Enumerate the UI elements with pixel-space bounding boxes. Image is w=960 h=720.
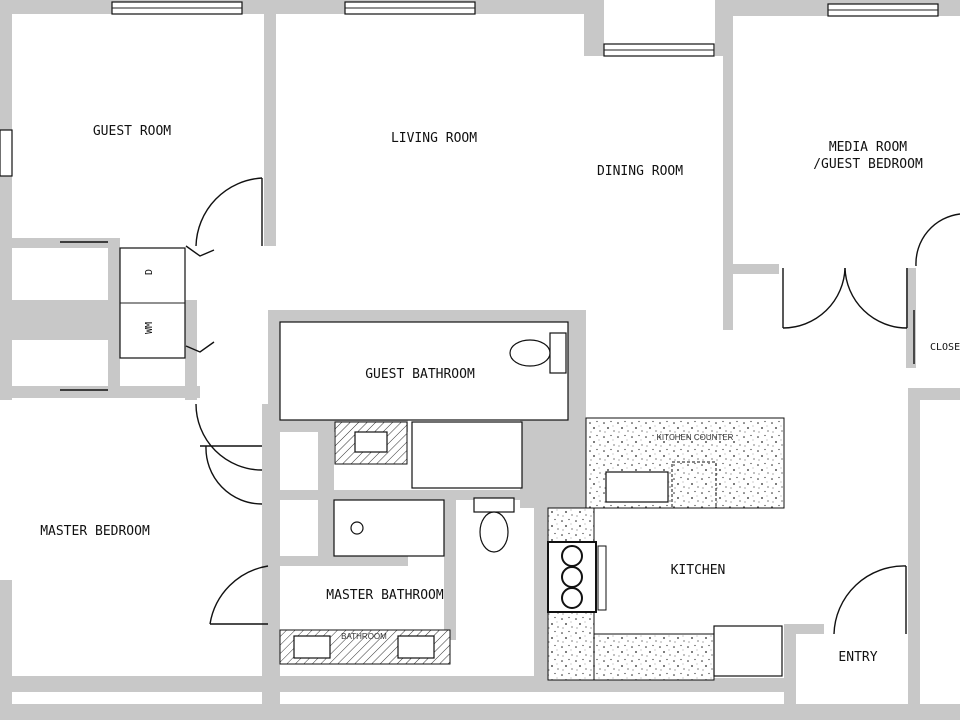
label-guest-room: GUEST ROOM xyxy=(93,124,171,139)
label-washer: WM xyxy=(144,322,155,334)
label-master-bedroom: MASTER BEDROOM xyxy=(40,524,150,539)
label-kitchen: KITCHEN xyxy=(671,563,726,578)
master-bath-fixtures xyxy=(279,497,515,665)
label-kitchen-counter: KITCHEN COUNTER xyxy=(657,433,734,442)
label-master-bathroom: MASTER BATHROOM xyxy=(326,588,444,603)
label-guest-bathroom: GUEST BATHROOM xyxy=(365,367,475,382)
label-guest-bedroom: /GUEST BEDROOM xyxy=(813,157,923,172)
windows xyxy=(0,1,939,177)
label-bathroom-vanity: BATHROOM xyxy=(341,632,387,641)
label-dining-room: DINING ROOM xyxy=(597,164,683,179)
kitchen-area xyxy=(547,417,785,681)
label-entry: ENTRY xyxy=(838,650,877,665)
laundry xyxy=(119,247,186,359)
label-living-room: LIVING ROOM xyxy=(391,131,477,146)
doors xyxy=(60,177,960,635)
guest-bath-fixtures xyxy=(279,321,569,489)
label-media-room: MEDIA ROOM xyxy=(829,140,907,155)
label-closet: CLOSE xyxy=(930,342,960,353)
label-dryer: D xyxy=(144,269,155,275)
